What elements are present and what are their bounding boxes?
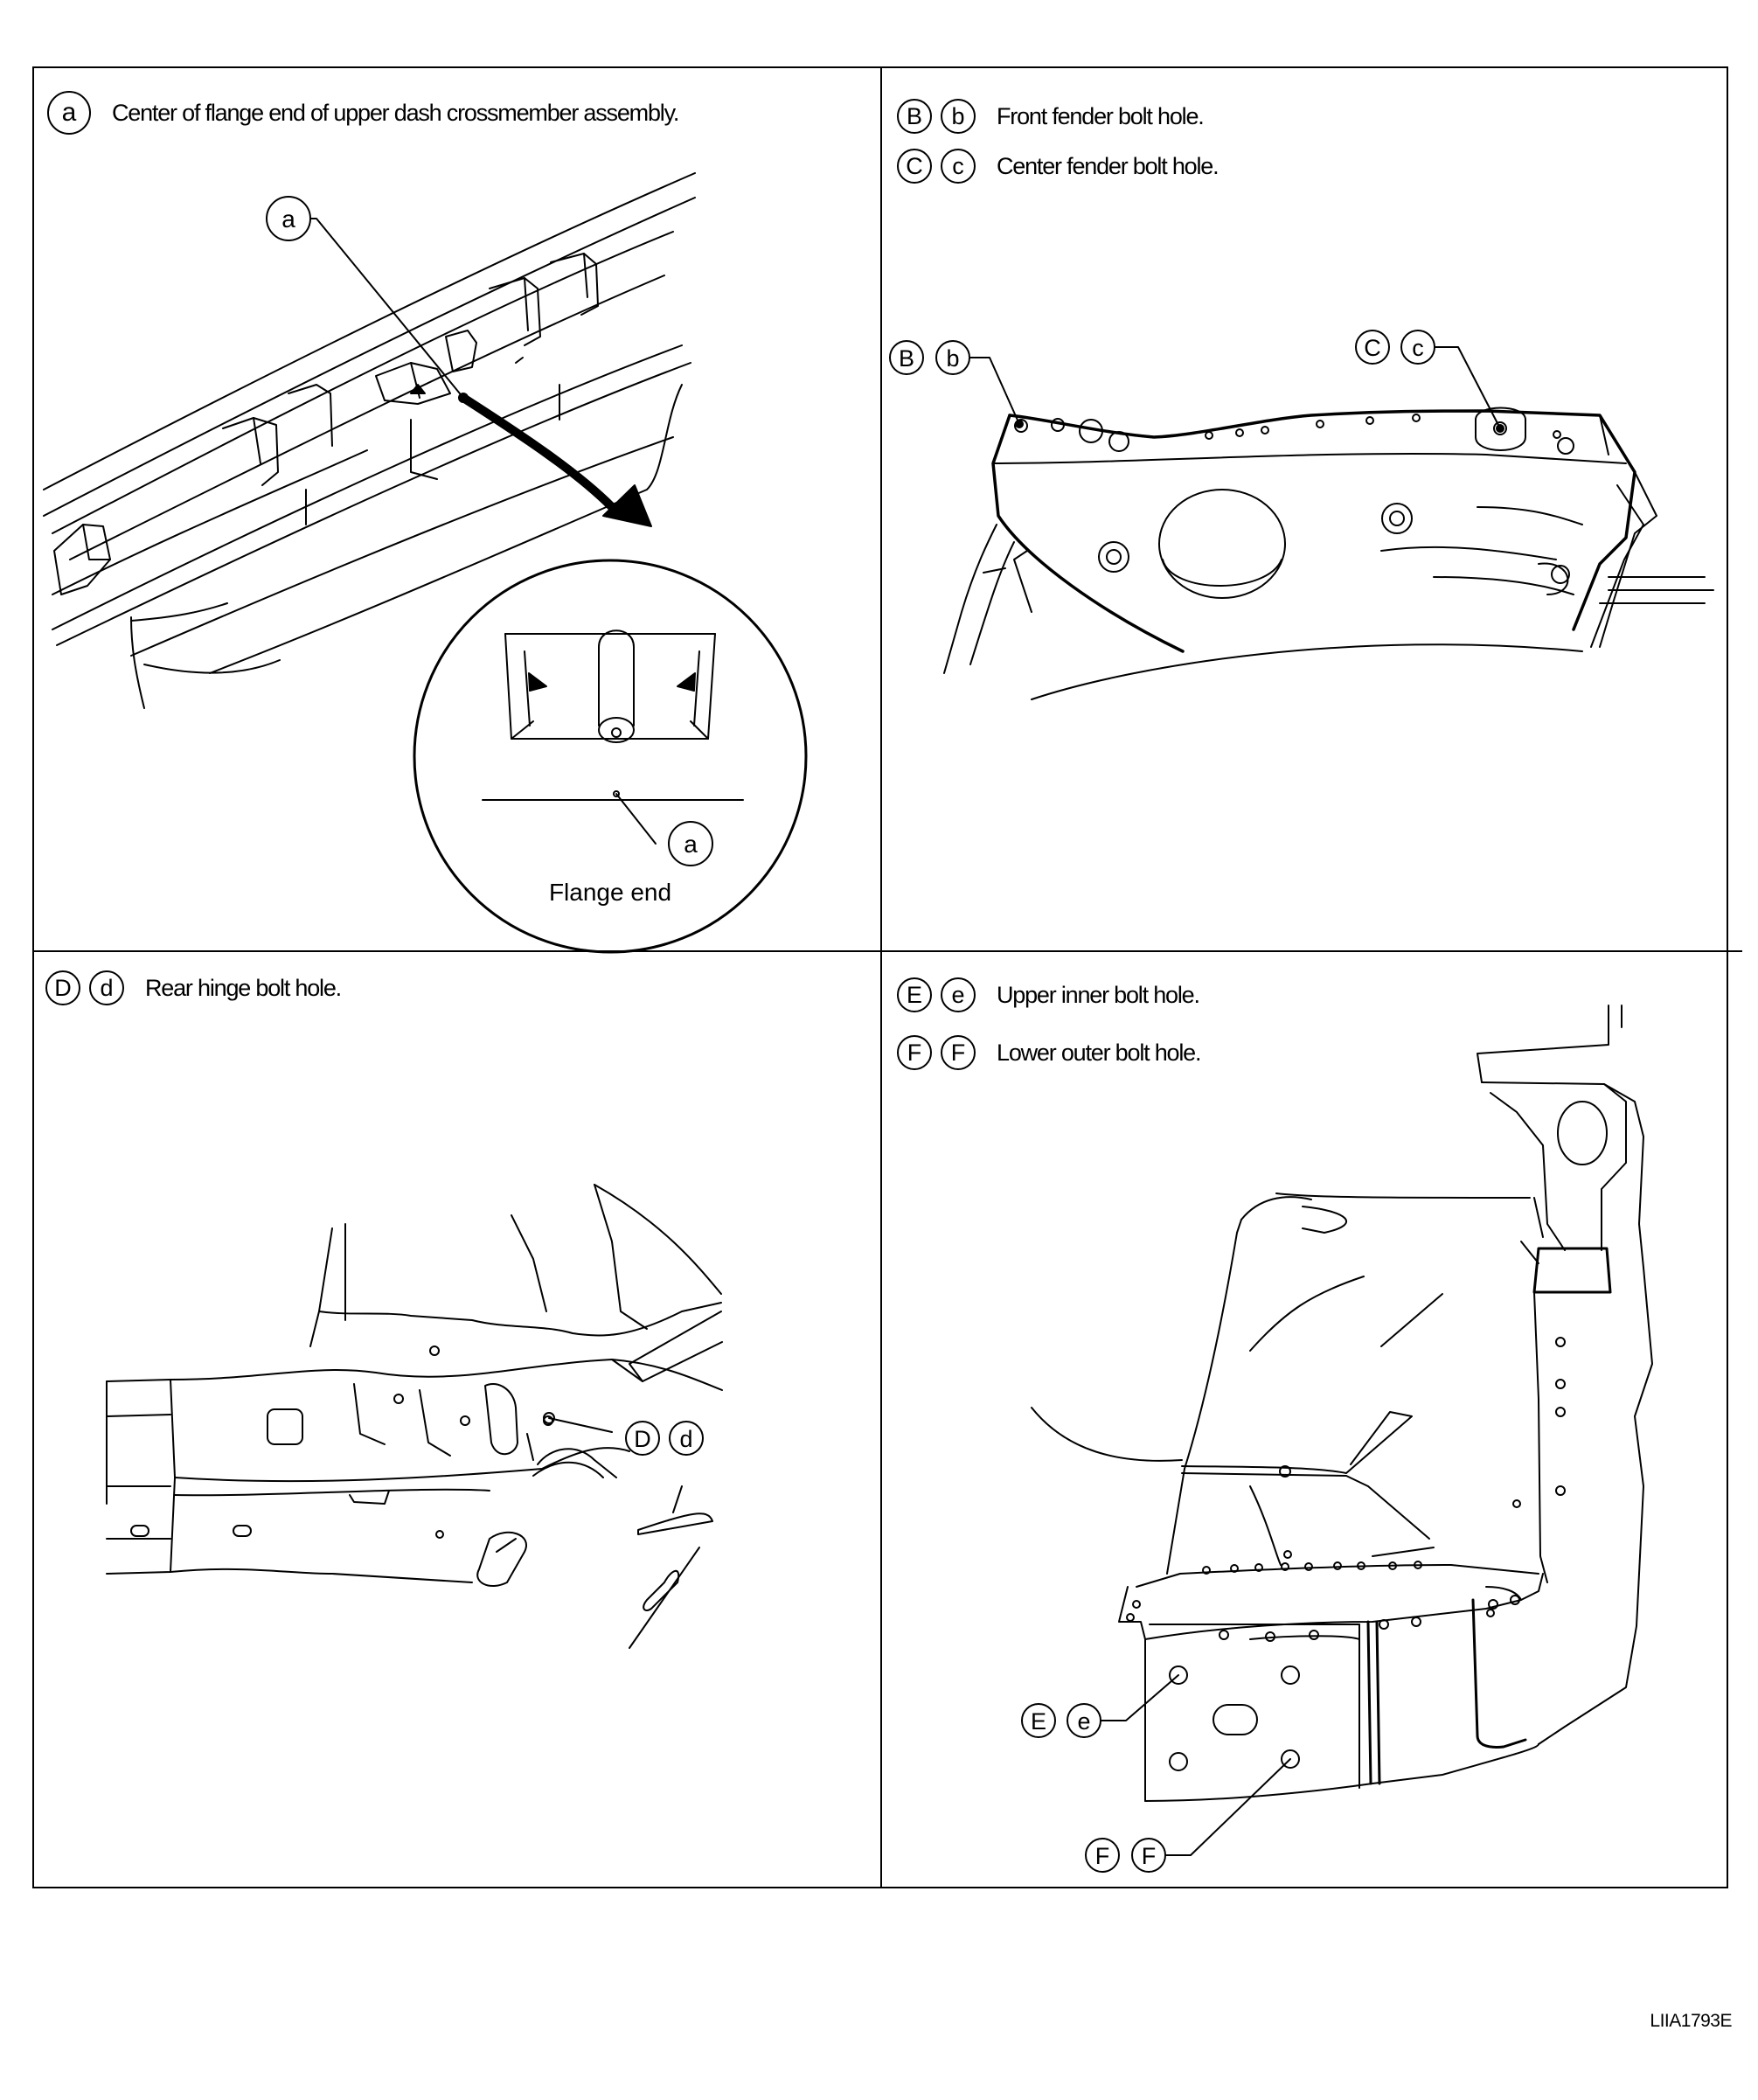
panel-divider-vertical [880,66,882,1888]
callout-c-text: Center fender bolt hole. [997,152,1219,179]
figure-code: LIIA1793E [1650,2011,1732,2031]
symbol-d: d [89,970,124,1005]
callout-f-text: Lower outer bolt hole. [997,1039,1201,1066]
symbol-F: F [897,1035,932,1070]
callout-a: a Center of flange end of upper dash cro… [47,91,679,135]
pointer-label-D: D [634,1426,651,1452]
label-b-pointer [889,340,1024,428]
pointer-label-d: d [679,1426,692,1452]
pointer-labels: a a Flange end B b C c D d E e F F [281,205,1424,1869]
label-d-pointer [548,1417,704,1456]
callout-d-text: Rear hinge bolt hole. [145,974,342,1001]
pointer-label-e: e [1077,1708,1090,1735]
symbol-D: D [45,970,80,1005]
callout-d: D d Rear hinge bolt hole. [45,970,342,1005]
symbol-C: C [897,149,932,184]
flange-end-inset [413,559,808,954]
pointer-label-a2: a [684,831,698,858]
crossmember-drawing [43,172,696,709]
pointer-label-C: C [1364,335,1381,361]
fender-drawing [943,407,1714,700]
pointer-label-E: E [1031,1708,1046,1735]
symbol-F-2: F [941,1035,976,1070]
pointer-label-b: b [946,345,959,372]
symbol-a: a [47,91,91,135]
inset-caption: Flange end [549,879,671,906]
label-e-pointer [1021,1674,1179,1738]
label-c-pointer [1355,330,1504,433]
callout-b-text: Front fender bolt hole. [997,102,1205,129]
symbol-c: c [941,149,976,184]
symbol-E: E [897,977,932,1012]
callout-f: F F Lower outer bolt hole. [897,1035,1201,1070]
symbol-b: b [941,99,976,134]
pointer-label-a1: a [281,205,295,233]
pointer-label-F-2: F [1142,1843,1157,1869]
panel-divider-horizontal [32,950,1742,952]
label-a-upper [266,196,469,403]
callout-a-text: Center of flange end of upper dash cross… [112,99,679,126]
callout-e: E e Upper inner bolt hole. [897,977,1200,1012]
pointer-label-B: B [899,345,914,372]
callout-b: B b Front fender bolt hole. [897,99,1205,134]
callout-c: C c Center fender bolt hole. [897,149,1219,184]
pointer-label-F: F [1095,1843,1110,1869]
pointer-label-c: c [1412,335,1424,361]
callout-e-text: Upper inner bolt hole. [997,981,1200,1008]
hinge-drawing [106,1184,723,1649]
body-panel-drawing [1031,1005,1653,1802]
label-f-pointer [1085,1758,1291,1873]
symbol-B: B [897,99,932,134]
symbol-e: e [941,977,976,1012]
